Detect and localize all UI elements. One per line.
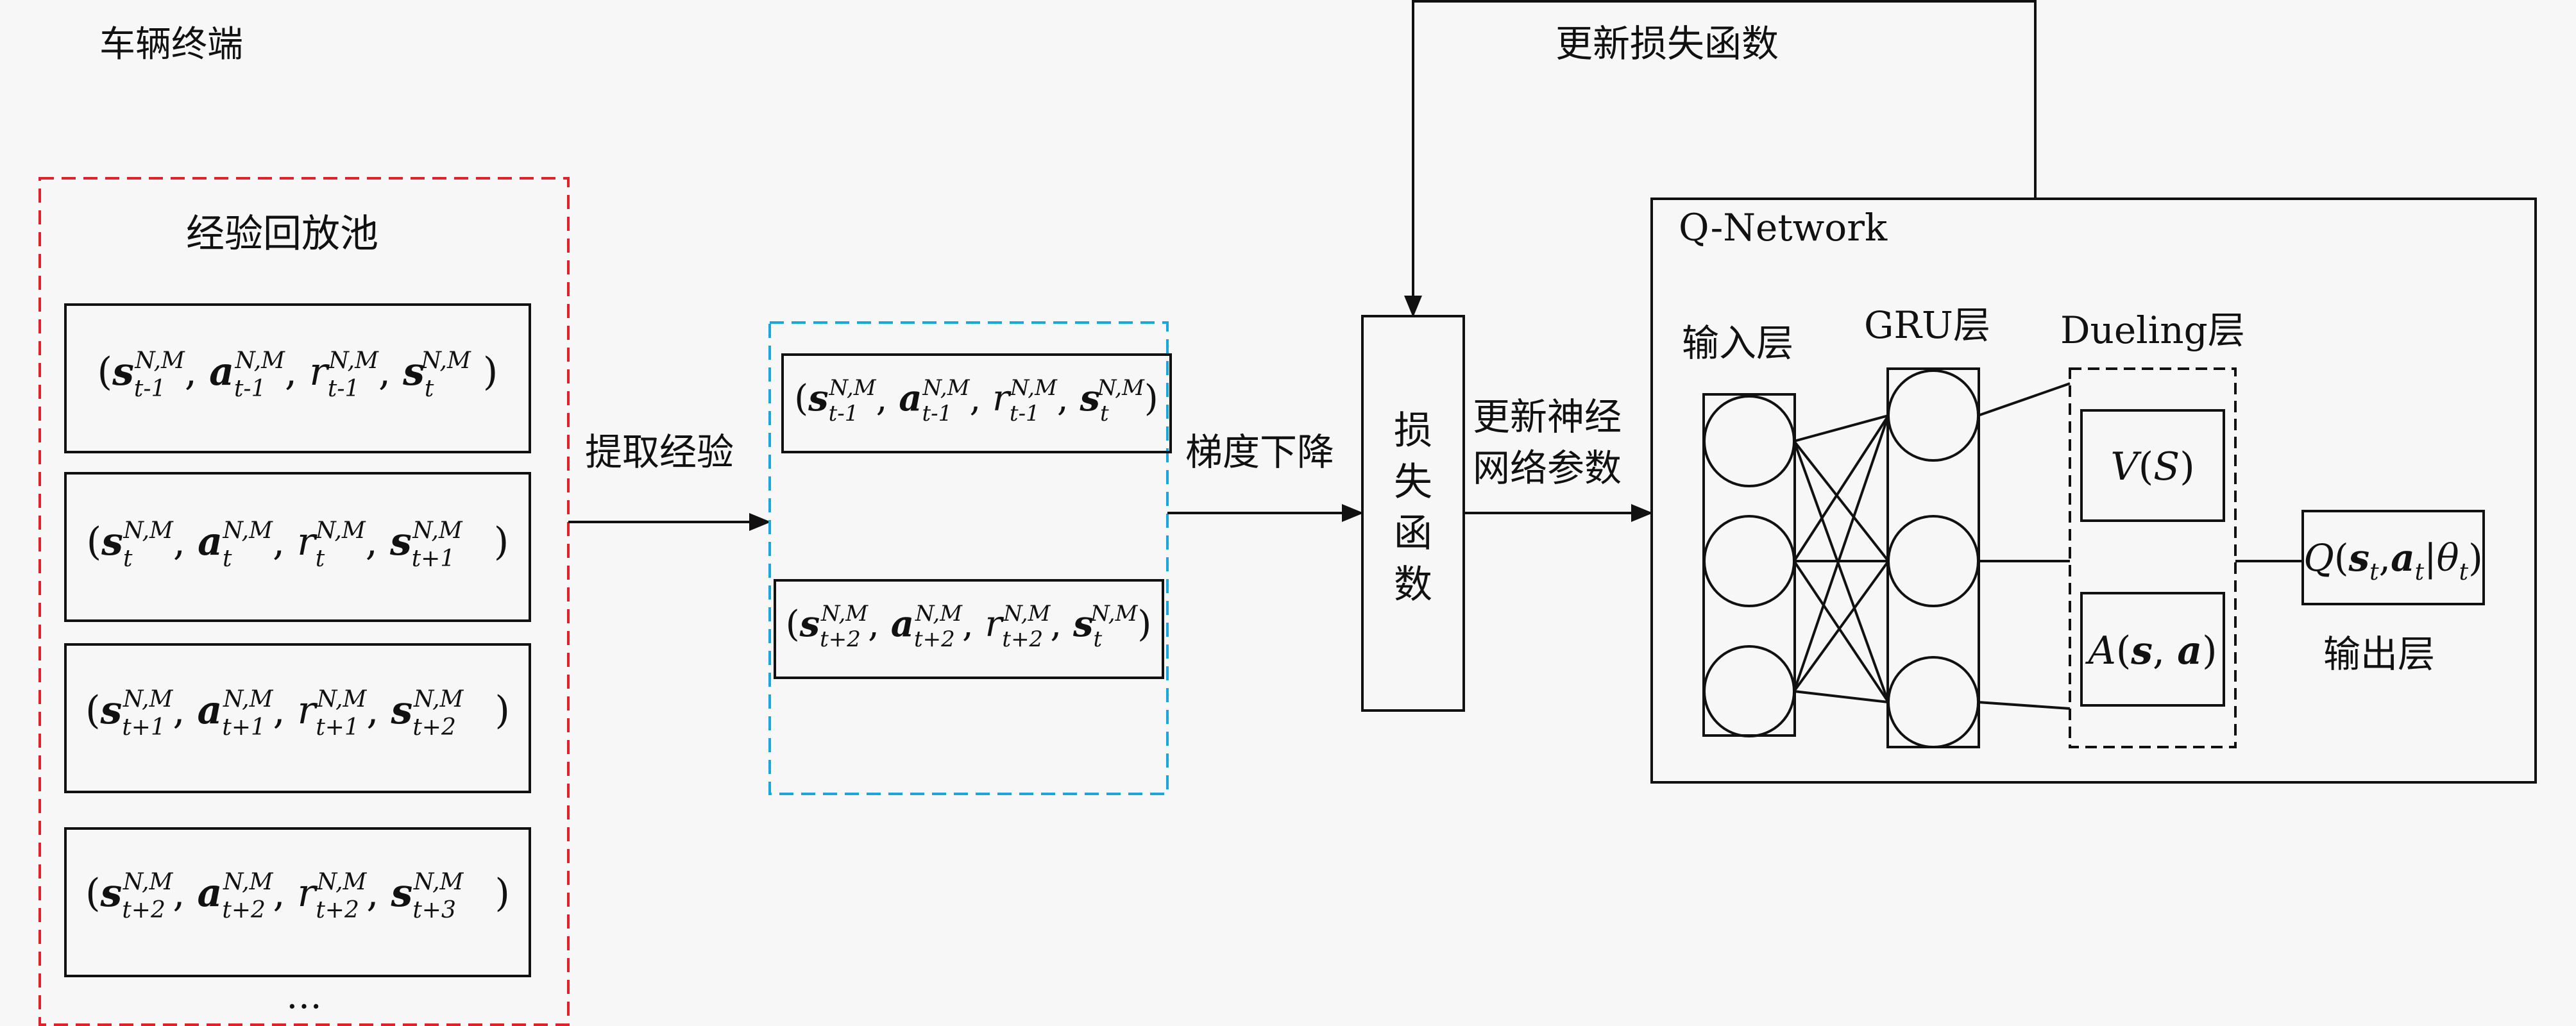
advantage-stream-label: A(s, a) [2085, 628, 2217, 673]
q-output-box [2301, 510, 2485, 605]
sample-row-1-formula: (st-1N,M, at-1N,M, rt-1N,M, stN,M) [794, 375, 1158, 426]
replay-row: (stN,M, atN,M, rtN,M, st+1N,M ) [64, 472, 531, 622]
input-node [1703, 515, 1795, 607]
input-layer-label: 输入层 [1682, 321, 1793, 365]
sample-row: (st-1N,M, at-1N,M, rt-1N,M, stN,M) [781, 353, 1172, 453]
update-params-label-line2: 网络参数 [1473, 446, 1622, 490]
loss-char: 失 [1394, 460, 1432, 505]
gru-node [1887, 515, 1979, 607]
sample-row: (st+2N,M, at+2N,M, rt+2N,M, stN,M) [774, 579, 1164, 679]
input-layer-box [1702, 393, 1796, 737]
replay-row-1-formula: (st-1N,M, at-1N,M, rt-1N,M, stN,M ) [97, 348, 498, 402]
q-network-title: Q-Network [1679, 206, 1888, 249]
replay-pool-ellipsis: … [286, 975, 322, 1017]
sample-row-box [781, 353, 1172, 453]
sample-row-2-formula: (st+2N,M, at+2N,M, rt+2N,M, stN,M) [786, 601, 1152, 652]
replay-row-box [64, 643, 531, 793]
gru-dueling-connections [1978, 382, 2071, 710]
gru-layer-label: GRU层 [1864, 303, 1990, 347]
sample-row-box [774, 579, 1164, 679]
gru-node [1887, 656, 1979, 748]
replay-row-2-formula: (stN,M, atN,M, rtN,M, st+1N,M ) [87, 517, 509, 572]
loss-char: 函 [1394, 511, 1432, 556]
replay-row-box [64, 827, 531, 977]
replay-row: (st+1N,M, at+1N,M, rt+1N,M, st+2N,M ) [64, 643, 531, 793]
replay-row-4-formula: (st+2N,M, at+2N,M, rt+2N,M, st+3N,M ) [85, 869, 510, 923]
replay-pool-title: 经验回放池 [186, 212, 378, 256]
update-params-label-line1: 更新神经 [1473, 395, 1622, 439]
q-output-label: Q(st,at|θt) [2303, 536, 2482, 585]
update-loss-feedback-arrow [1404, 0, 2037, 317]
replay-row: (st-1N,M, at-1N,M, rt-1N,M, stN,M ) [64, 303, 531, 453]
replay-row: (st+2N,M, at+2N,M, rt+2N,M, st+3N,M ) [64, 827, 531, 977]
gradient-label: 梯度下降 [1185, 430, 1334, 474]
sample-batch-container [768, 321, 1169, 795]
replay-pool-container [38, 177, 570, 1026]
gru-layer-box [1886, 367, 1980, 748]
value-stream-box [2080, 409, 2225, 522]
input-gru-connections [1793, 414, 1890, 703]
dueling-layer-label: Dueling层 [2060, 308, 2245, 352]
extract-label: 提取经验 [585, 430, 734, 474]
update-loss-label: 更新损失函数 [1555, 22, 1779, 65]
replay-row-box [64, 472, 531, 622]
dueling-layer-box [2069, 367, 2237, 748]
q-network-box [1650, 198, 2537, 784]
loss-char: 损 [1394, 408, 1432, 453]
vehicle-terminal-label: 车辆终端 [99, 24, 243, 65]
gru-node [1887, 369, 1979, 462]
input-node [1703, 395, 1795, 487]
input-node [1703, 645, 1795, 737]
loss-char: 数 [1394, 562, 1432, 607]
replay-row-3-formula: (st+1N,M, at+1N,M, rt+1N,M, st+2N,M ) [85, 686, 510, 741]
output-layer-label: 输出层 [2323, 632, 2435, 676]
value-stream-label: V(S) [2110, 444, 2194, 489]
advantage-stream-box [2080, 592, 2225, 707]
replay-row-box [64, 303, 531, 453]
